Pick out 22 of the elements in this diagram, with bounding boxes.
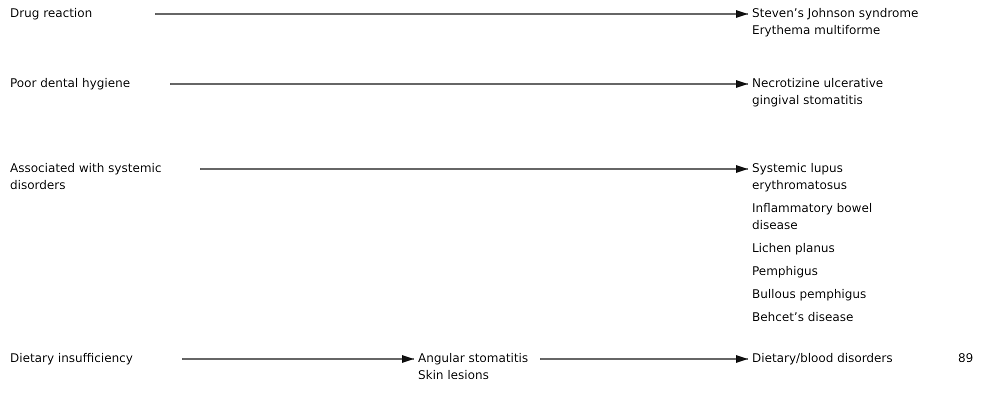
node-label: Skin lesions	[418, 367, 490, 384]
node-label: Behcet’s disease	[752, 309, 854, 326]
node-label: Systemic lupus erythromatosus	[752, 160, 848, 194]
arrow	[182, 355, 414, 363]
node-label: Erythema multiforme	[752, 22, 882, 39]
arrow	[200, 165, 748, 173]
node-label: Dietary insufficiency	[10, 350, 134, 367]
page-number: 89	[958, 350, 974, 367]
node-label: Pemphigus	[752, 263, 819, 280]
node-label: Associated with systemic disorders	[10, 160, 162, 194]
arrow	[540, 355, 748, 363]
node-label: Lichen planus	[752, 240, 836, 257]
node-label: Drug reaction	[10, 5, 94, 22]
node-label: Bullous pemphigus	[752, 286, 868, 303]
node-label: Necrotizine ulcerative gingival stomatitis	[752, 75, 884, 109]
node-label: Inflammatory bowel disease	[752, 200, 874, 234]
node-label: Poor dental hygiene	[10, 75, 132, 92]
node-label: Steven’s Johnson syndrome	[752, 5, 920, 22]
arrow	[170, 80, 748, 88]
node-label: Angular stomatitis	[418, 350, 530, 367]
arrow	[155, 10, 748, 18]
node-label: Dietary/blood disorders	[752, 350, 894, 367]
